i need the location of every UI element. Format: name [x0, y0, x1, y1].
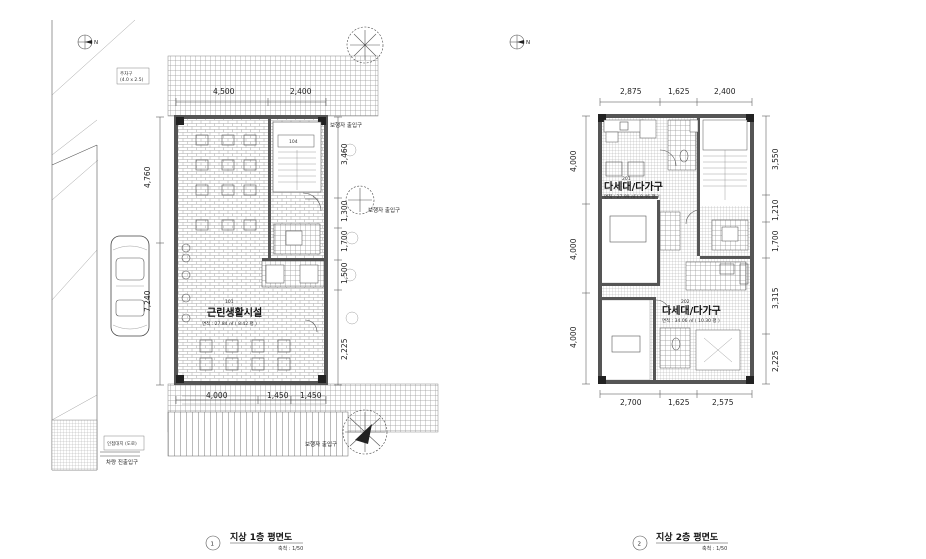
small-box-line2: (4.0 x 2.5)	[120, 77, 144, 83]
unit-202-number: 202	[681, 299, 690, 305]
p2-right-dim-3: 1,700	[771, 230, 780, 252]
plan2-room-b	[599, 299, 651, 381]
car-icon	[110, 235, 150, 337]
plan2-room-a	[599, 194, 661, 284]
plan-2-second-floor: N	[509, 34, 780, 552]
tree-icon-bottom	[342, 409, 388, 455]
p2-top-dim-2: 1,625	[668, 87, 690, 96]
entrance-label-right: 보행자 출입구	[368, 206, 400, 214]
p1-right-dim-2: 1,300	[340, 200, 349, 222]
room-101-number: 101	[225, 299, 234, 305]
tree-icon-mid	[345, 185, 375, 215]
plan2-walls	[598, 114, 754, 384]
room-104-label: 104	[289, 139, 298, 145]
plan2-number: 2	[638, 542, 642, 548]
site-boundary-lines: 주차구 (4.0 x 2.5) 인접대지 (도로)	[51, 19, 150, 471]
p1-right-dim-1: 3,460	[340, 143, 349, 165]
unit-201-number: 201	[622, 176, 631, 182]
plan1-dimension-lines	[156, 98, 342, 404]
plan2-fixtures	[603, 119, 749, 371]
plan1-walls	[174, 115, 328, 385]
plan1-title: 지상 1층 평면도	[230, 531, 293, 543]
car-entry-line	[100, 451, 140, 457]
plan2-dimension-lines	[582, 98, 770, 398]
room-101-area: 면적 : 27.84 ㎡ ( 8.42 평 )	[202, 320, 257, 327]
plan2-title: 지상 2층 평면도	[656, 531, 719, 543]
site-note: 인접대지 (도로)	[107, 440, 137, 447]
unit-202-name: 다세대/다가구	[662, 304, 721, 317]
p2-bottom-dim-3: 2,575	[712, 398, 734, 407]
p1-left-dim-2: 7,240	[143, 290, 152, 312]
north-label-2: N	[526, 40, 530, 46]
p1-right-dim-4: 1,500	[340, 262, 349, 284]
plan1-title-block: 1 지상 1층 평면도 축척 : 1/50	[205, 531, 303, 552]
p2-bottom-dim-1: 2,700	[620, 398, 642, 407]
car-entry-label: 차량 진출입구	[106, 458, 138, 466]
p1-top-dim-1: 4,500	[213, 87, 235, 96]
stair-core: 104	[261, 121, 325, 333]
p2-right-dim-1: 3,550	[771, 148, 780, 170]
p2-right-dim-5: 2,225	[771, 350, 780, 372]
p1-bottom-dim-1: 4,000	[206, 391, 228, 400]
north-arrow-1: N	[77, 34, 98, 50]
p2-left-dim-1: 4,000	[569, 150, 578, 172]
paving-top	[167, 55, 379, 117]
small-box-line1: 주차구	[120, 70, 132, 77]
shrubs	[343, 143, 359, 325]
entrance-label-top: 보행자 출입구	[330, 121, 362, 129]
p2-left-dim-3: 4,000	[569, 326, 578, 348]
room-101-name: 근린생활시설	[207, 306, 262, 319]
plan2-stair	[702, 119, 749, 251]
p1-left-dim-1: 4,760	[143, 166, 152, 188]
p1-top-dim-2: 2,400	[290, 87, 312, 96]
unit-201-area: 면적 : 27.99 ㎡ ( 8.46 평 )	[604, 193, 659, 200]
unit-202-area: 면적 : 34.06 ㎡ ( 10.30 평 )	[662, 317, 720, 324]
p1-right-dim-5: 2,225	[340, 338, 349, 360]
plan2-door-swings	[655, 149, 701, 315]
p2-left-dim-2: 4,000	[569, 238, 578, 260]
unit-201-name: 다세대/다가구	[604, 180, 663, 193]
p2-right-dim-4: 3,315	[771, 287, 780, 309]
north-label-1: N	[94, 40, 98, 46]
plan-1-ground-floor: 주차구 (4.0 x 2.5) 인접대지 (도로) N	[51, 19, 439, 552]
entrance-label-bottom: 보행자 출입구	[305, 440, 337, 448]
p2-right-dim-2: 1,210	[771, 199, 780, 221]
plan2-title-block: 2 지상 2층 평면도 축척 : 1/50	[632, 531, 728, 552]
plan2-scale: 축척 : 1/50	[702, 545, 727, 552]
deck-bottom	[167, 411, 349, 457]
p2-top-dim-3: 2,400	[714, 87, 736, 96]
p2-top-dim-1: 2,875	[620, 87, 642, 96]
north-arrow-2: N	[509, 34, 530, 50]
p1-bottom-dim-2: 1,450	[267, 391, 289, 400]
p1-bottom-dim-3: 1,450	[300, 391, 322, 400]
p2-bottom-dim-2: 1,625	[668, 398, 690, 407]
tree-icon-top	[346, 26, 384, 64]
plan1-scale: 축척 : 1/50	[278, 545, 303, 552]
p1-right-dim-3: 1,700	[340, 230, 349, 252]
plan1-number: 1	[211, 542, 215, 548]
